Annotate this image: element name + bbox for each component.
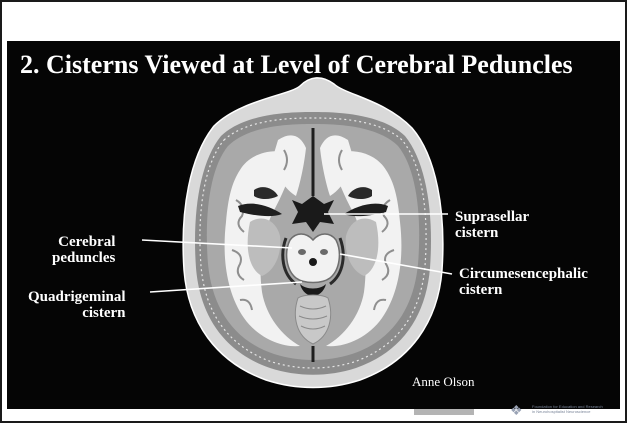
foundation-footer: ❖ Foundation for Education and Research …: [510, 403, 620, 421]
foundation-logo-icon: ❖: [510, 405, 528, 419]
label-cerebral-peduncles: Cerebral peduncles: [52, 234, 115, 266]
label-cerebral-peduncles-line1: Cerebral: [52, 234, 115, 250]
label-circumesencephalic-line2: cistern: [459, 282, 588, 298]
right-substantia-nigra: [320, 249, 328, 255]
label-quadrigeminal-line2: cistern: [28, 305, 126, 321]
foundation-line-2: in Neurohospitalist Neuroscience: [532, 409, 603, 414]
label-suprasellar-cistern: Suprasellar cistern: [455, 209, 529, 241]
illustrator-credit: Anne Olson: [412, 375, 474, 389]
bottom-text-bleed: [414, 409, 474, 415]
cerebral-aqueduct: [309, 258, 317, 266]
left-substantia-nigra: [298, 249, 306, 255]
label-cerebral-peduncles-line2: peduncles: [52, 250, 115, 266]
label-suprasellar-line2: cistern: [455, 225, 529, 241]
label-suprasellar-line1: Suprasellar: [455, 209, 529, 225]
label-quadrigeminal-line1: Quadrigeminal: [28, 289, 126, 305]
label-circumesencephalic-cistern: Circumesencephalic cistern: [459, 266, 588, 298]
foundation-name: Foundation for Education and Research in…: [532, 404, 603, 414]
label-circumesencephalic-line1: Circumesencephalic: [459, 266, 588, 282]
label-quadrigeminal-cistern: Quadrigeminal cistern: [28, 289, 126, 321]
